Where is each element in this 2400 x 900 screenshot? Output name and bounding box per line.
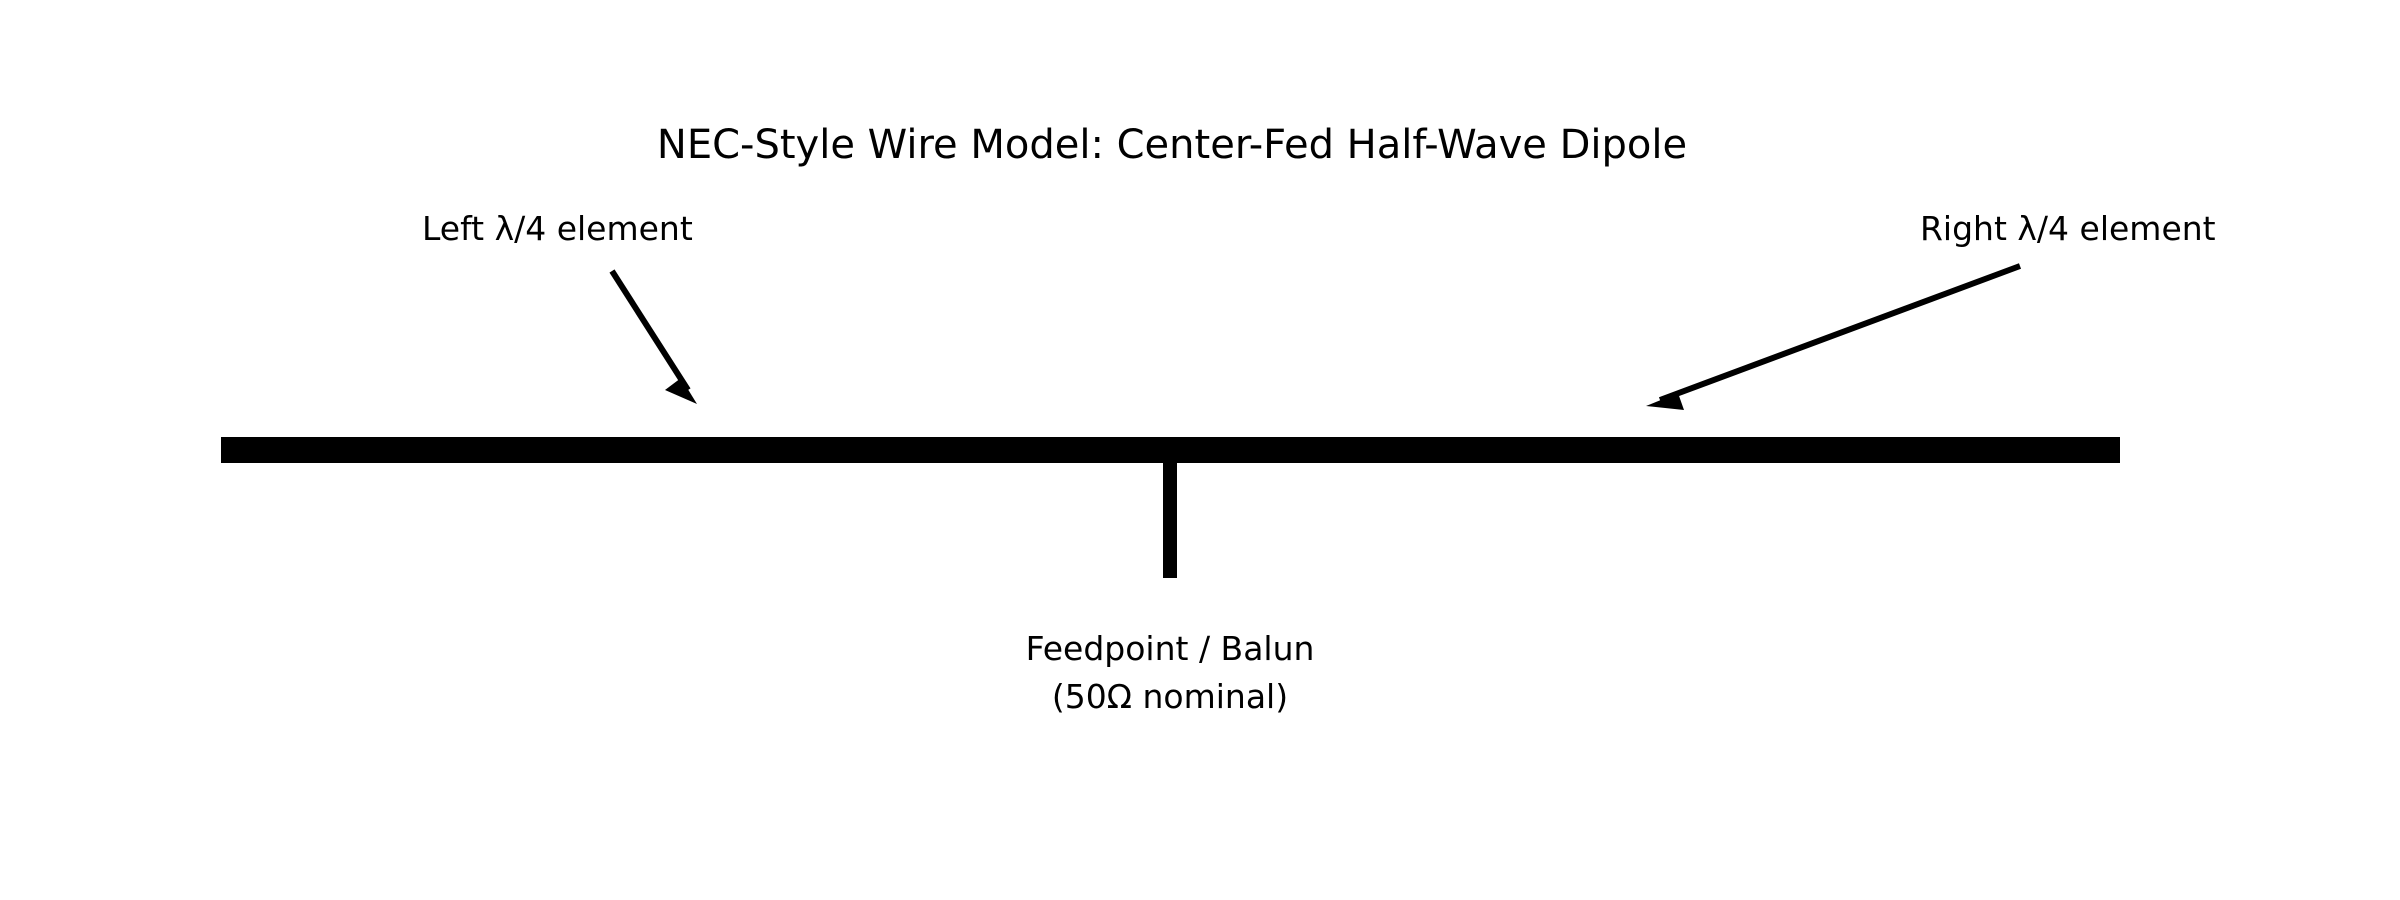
figure-title: NEC-Style Wire Model: Center-Fed Half-Wa… [657,122,1687,168]
dipole-horizontal-wire [221,437,2120,463]
left-element-label: Left λ/4 element [422,209,693,248]
feedpoint-label-line2: (50Ω nominal) [1052,677,1288,716]
arrow-down-left-icon [1646,263,2022,410]
arrow-down-right-icon [609,269,697,404]
feedline-vertical-stub [1163,463,1177,578]
feedpoint-label-line1: Feedpoint / Balun [1026,629,1315,668]
right-element-label: Right λ/4 element [1920,209,2216,248]
